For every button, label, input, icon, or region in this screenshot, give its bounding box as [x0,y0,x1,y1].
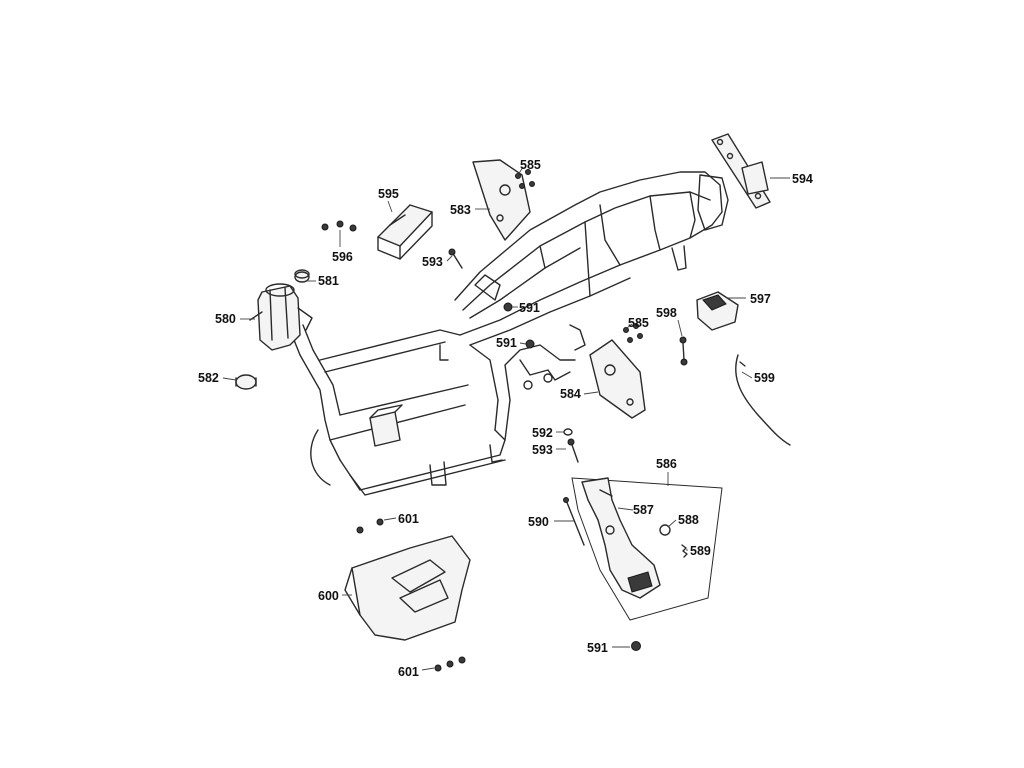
nut-591-middle [525,339,535,349]
label-582: 582 [198,371,219,385]
cable-599 [735,354,791,446]
stand-assembly-586 [563,477,723,621]
nut-591-upper [503,302,513,312]
label-580: 580 [215,312,236,326]
rubber-block-595 [377,204,433,260]
label-589: 589 [690,544,711,558]
hinge-bracket-594 [711,133,771,209]
bolt-593-upper [448,248,463,269]
label-585-lower: 585 [628,316,649,330]
label-601-lower: 601 [398,665,419,679]
label-584: 584 [560,387,581,401]
floor-panel-600 [344,535,471,641]
nut-591-lower [631,641,641,651]
screws-601-upper [356,518,384,534]
label-583: 583 [450,203,471,217]
label-591-upper: 591 [519,301,540,315]
label-597: 597 [750,292,771,306]
bolt-598 [679,336,688,366]
bracket-plate-583 [472,159,531,241]
label-591-middle: 591 [496,336,517,350]
main-frame [289,171,729,496]
bolts-596 [321,220,357,232]
label-586: 586 [656,457,677,471]
callout-labels: 580 581 582 583 584 585 585 586 587 588 … [198,158,813,679]
label-591-lower: 591 [587,641,608,655]
bracket-plate-584 [589,339,646,419]
headstock-tube [249,283,313,351]
label-596: 596 [332,250,353,264]
washer-592 [563,428,573,436]
label-590: 590 [528,515,549,529]
bolt-593-lower [567,438,579,463]
label-588: 588 [678,513,699,527]
label-587: 587 [633,503,654,517]
label-595: 595 [378,187,399,201]
label-601-upper: 601 [398,512,419,526]
label-592: 592 [532,426,553,440]
bearing-582 [235,374,257,390]
label-598: 598 [656,306,677,320]
label-599: 599 [754,371,775,385]
label-594: 594 [792,172,813,186]
bearing-581 [294,269,310,283]
screws-601-lower [434,656,466,672]
switch-597 [696,291,739,331]
label-600: 600 [318,589,339,603]
label-593-upper: 593 [422,255,443,269]
bolts-585-lower [623,323,643,343]
bolts-585-top [515,169,535,189]
label-585-top: 585 [520,158,541,172]
leader-lines [222,166,790,671]
label-593-lower: 593 [532,443,553,457]
label-581: 581 [318,274,339,288]
